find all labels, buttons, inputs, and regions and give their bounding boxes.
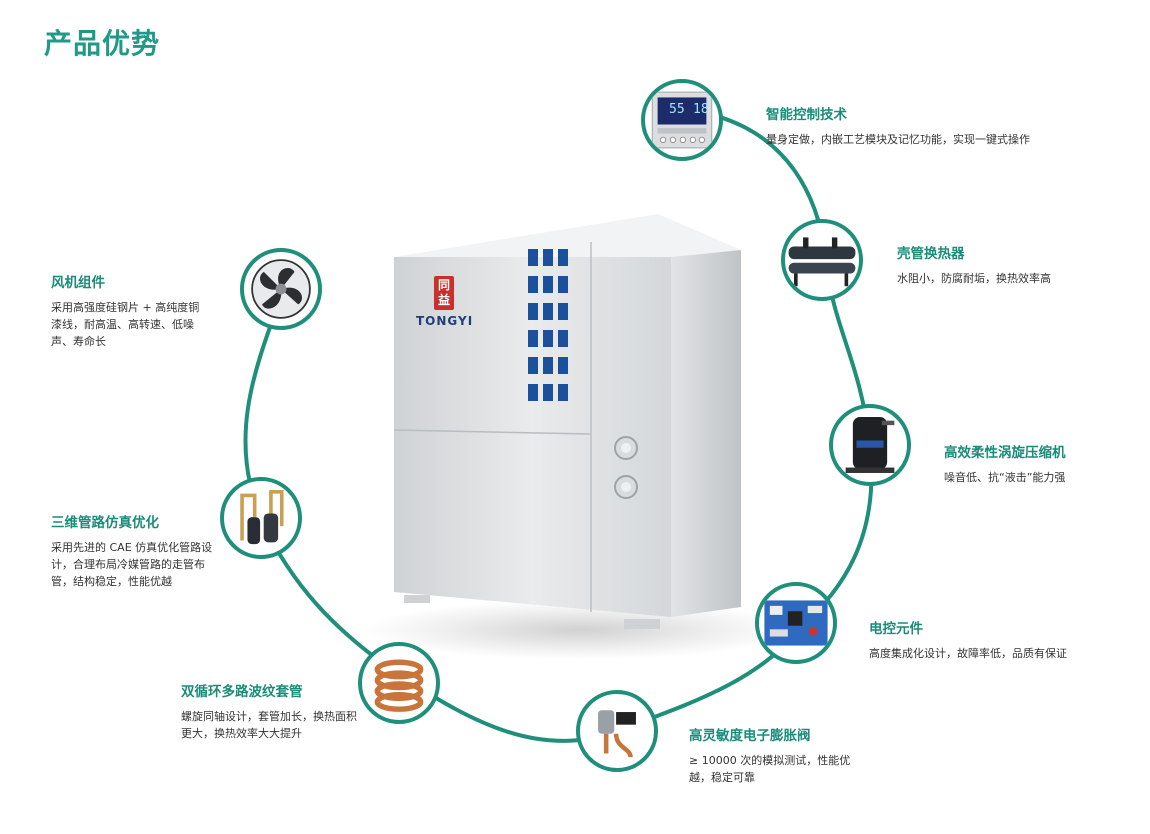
controller-panel-icon: [651, 91, 713, 149]
feature-piping: 三维管路仿真优化 采用先进的 CAE 仿真优化管路设计，合理布局冷媒管路的走管布…: [51, 511, 219, 590]
feature-node-expansion-valve: [576, 690, 658, 772]
piping-icon: [240, 490, 284, 545]
feature-node-shell-tube: [781, 219, 863, 301]
feature-node-compressor: [829, 404, 911, 486]
page-title: 产品优势: [44, 27, 161, 60]
feature-electronics: 电控元件 高度集成化设计，故障率低，品质有保证: [869, 617, 1139, 662]
copper-coil-icon: [374, 659, 424, 712]
feature-node-fan: [240, 248, 322, 330]
feature-title: 三维管路仿真优化: [51, 515, 159, 531]
brand-logo: [434, 276, 454, 310]
feature-node-piping: [220, 477, 302, 559]
brand-name: TONGYI: [416, 314, 474, 328]
feature-desc: 高度集成化设计，故障率低，品质有保证: [869, 647, 1067, 660]
feature-desc: 水阻小，防腐耐垢，换热效率高: [897, 272, 1051, 285]
feature-title: 双循环多路波纹套管: [181, 684, 303, 700]
circuit-board-icon: [764, 600, 828, 646]
feature-title: 智能控制技术: [766, 107, 847, 123]
feature-compressor: 高效柔性涡旋压缩机 噪音低、抗“液击”能力强: [944, 441, 1144, 486]
feature-desc: 螺旋同轴设计，套管加长，换热面积更大，换热效率大大提升: [181, 710, 357, 740]
fan-icon: [251, 259, 311, 319]
feature-title: 电控元件: [869, 621, 923, 637]
feature-title: 高效柔性涡旋压缩机: [944, 445, 1066, 461]
feature-smart-control: 智能控制技术 量身定做，内嵌工艺模块及记忆功能，实现一键式操作: [766, 103, 1096, 148]
feature-shell-tube: 壳管换热器 水阻小，防腐耐垢，换热效率高: [897, 242, 1117, 287]
feature-desc: 噪音低、抗“液击”能力强: [944, 471, 1066, 484]
heat-exchanger-icon: [788, 237, 856, 287]
heat-pump-unit: [386, 212, 766, 646]
feature-title: 高灵敏度电子膨胀阀: [689, 728, 811, 744]
feature-desc: 采用高强度硅钢片 + 高纯度铜漆线，耐高温、高转速、低噪声、寿命长: [51, 301, 200, 348]
expansion-valve-icon: [598, 710, 636, 758]
feature-fan: 风机组件 采用高强度硅钢片 + 高纯度铜漆线，耐高温、高转速、低噪声、寿命长: [51, 271, 209, 350]
compressor-icon: [845, 417, 895, 473]
feature-desc: 量身定做，内嵌工艺模块及记忆功能，实现一键式操作: [766, 133, 1030, 146]
feature-desc: ≥ 10000 次的模拟测试，性能优越，稳定可靠: [689, 754, 851, 784]
feature-expansion-valve: 高灵敏度电子膨胀阀 ≥ 10000 次的模拟测试，性能优越，稳定可靠: [689, 724, 861, 786]
feature-node-smart-control: [641, 79, 723, 161]
brand-logo-char: 同益: [437, 278, 450, 307]
feature-node-coaxial-pipe: [358, 642, 440, 724]
controller-display-left: 55: [669, 102, 685, 117]
unit-shadow: [360, 600, 800, 660]
controller-display-right: 18: [693, 102, 709, 117]
feature-desc: 采用先进的 CAE 仿真优化管路设计，合理布局冷媒管路的走管布管，结构稳定，性能…: [51, 541, 213, 588]
feature-title: 风机组件: [51, 275, 105, 291]
feature-title: 壳管换热器: [897, 246, 965, 262]
feature-node-electronics: [755, 582, 837, 664]
feature-coaxial-pipe: 双循环多路波纹套管 螺旋同轴设计，套管加长，换热面积更大，换热效率大大提升: [181, 680, 357, 742]
